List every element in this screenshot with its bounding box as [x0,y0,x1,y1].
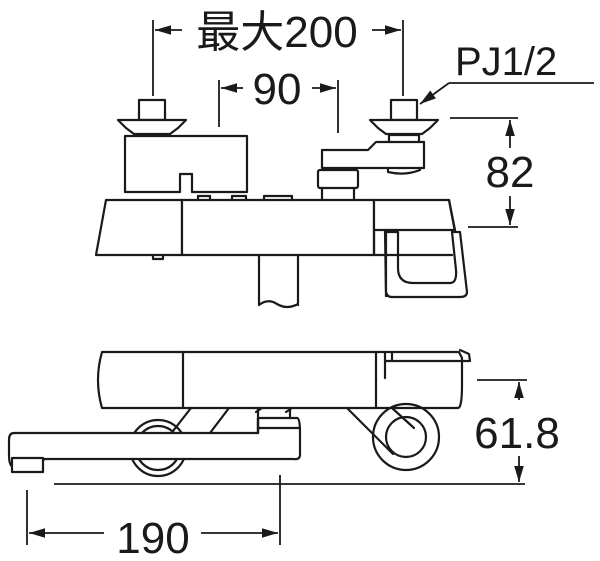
right-eccentric-union [345,402,441,472]
dimension-max-width: 最大200 [152,8,404,96]
label-inner-width: 90 [253,65,302,114]
dimension-inner-width: 90 [218,65,339,133]
main-body [94,194,457,261]
thread-callout: PJ1/2 [419,40,594,105]
side-view: 61.8 190 [7,348,560,561]
dimension-height-front: 82 [450,117,535,228]
left-valve-block [123,134,249,194]
side-body [96,348,472,410]
right-handle [372,198,469,299]
right-elbow-arm [316,140,426,202]
label-height-side: 61.8 [474,409,560,458]
mount-pipe [257,253,300,309]
dimension-height-side: 61.8 [474,379,560,482]
label-thread: PJ1/2 [455,40,557,84]
spout [7,406,302,474]
label-spout-reach: 190 [116,514,189,561]
label-max-width: 最大200 [196,8,357,57]
right-inlet-fitting [368,98,440,145]
label-height-front: 82 [486,148,535,197]
dimension-spout-reach: 190 [26,475,281,561]
front-view: 最大200 90 PJ1/2 82 [94,8,594,309]
left-inlet-fitting [116,98,188,136]
